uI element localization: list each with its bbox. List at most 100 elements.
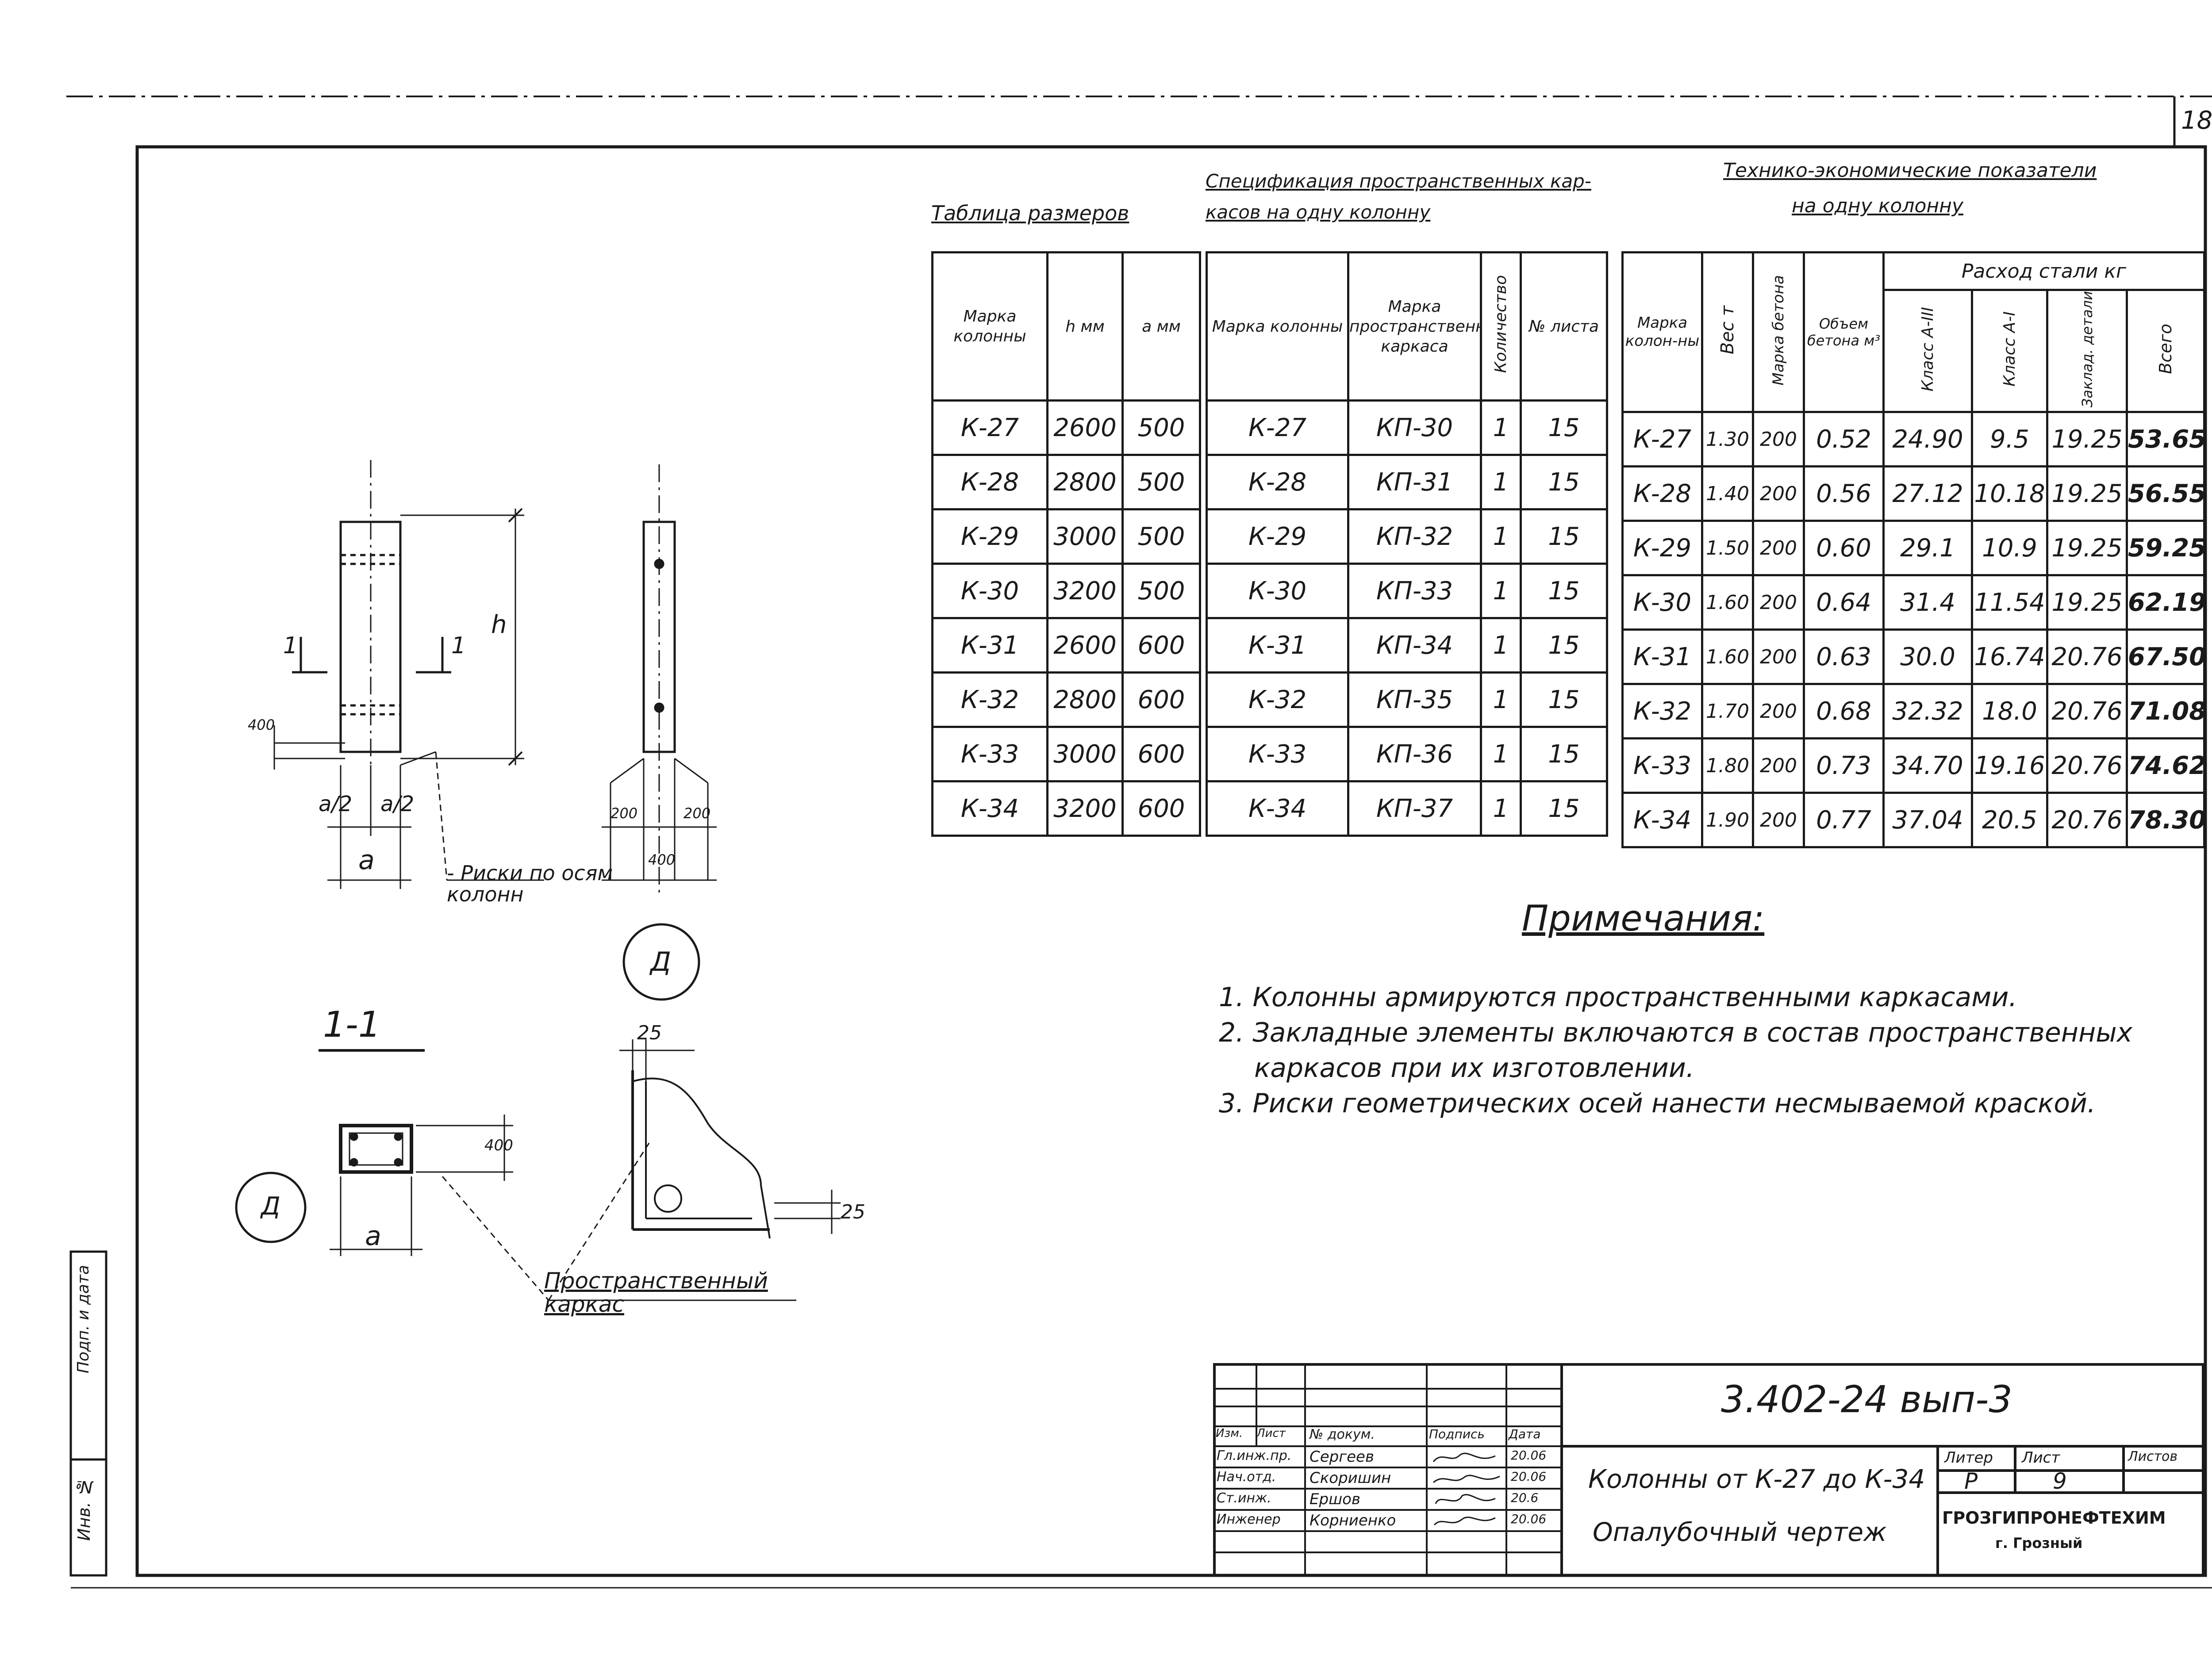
table-cell: 2800 xyxy=(1046,454,1124,510)
table-cell: 600 xyxy=(1121,671,1201,728)
tech-table-title-1: Технико-экономические показатели xyxy=(1723,159,2097,182)
table-cell: КП-35 xyxy=(1347,671,1482,728)
table-cell: КП-30 xyxy=(1347,399,1482,456)
spec-header-mark: Марка колонны xyxy=(1206,251,1349,402)
table-cell: 500 xyxy=(1121,454,1201,510)
table-cell: К-29 xyxy=(1206,508,1349,565)
header-col-sign: Подпись xyxy=(1429,1427,1485,1441)
table-cell: 31.4 xyxy=(1882,574,1973,631)
table-cell: 200 xyxy=(1752,574,1805,631)
table-cell: К-33 xyxy=(1206,726,1349,782)
person-role: Ст.инж. xyxy=(1217,1490,1271,1506)
table-cell: 24.90 xyxy=(1882,411,1973,468)
table-cell: 1.60 xyxy=(1701,574,1754,631)
org-name: ГРОЗГИПРОНЕФТЕХИМ xyxy=(1942,1508,2166,1528)
table-cell: 71.08 xyxy=(2126,683,2205,740)
column-marks-label: - Риски по осям колонн xyxy=(447,861,613,907)
table-cell: 53.65 xyxy=(2126,411,2205,468)
note-1: 1. Колонны армируются пространственными … xyxy=(1219,982,2017,1013)
table-cell: 74.62 xyxy=(2126,737,2205,794)
tech-table-title-2: на одну колонну xyxy=(1792,195,1963,217)
table-cell: 10.9 xyxy=(1971,520,2048,577)
table-cell: КП-36 xyxy=(1347,726,1482,782)
table-cell: К-33 xyxy=(1621,737,1703,794)
sheet-value: 9 xyxy=(2053,1468,2067,1494)
table-cell: 15 xyxy=(1520,454,1608,510)
person-name: Ершов xyxy=(1310,1490,1361,1508)
table-cell: К-27 xyxy=(931,399,1048,456)
spec-header-qty: Количество xyxy=(1480,251,1522,402)
table-cell: 200 xyxy=(1752,628,1805,686)
signatures xyxy=(1432,1452,1500,1526)
table-cell: К-34 xyxy=(931,780,1048,837)
table-cell: К-31 xyxy=(931,617,1048,674)
person-name: Скоришин xyxy=(1310,1469,1391,1487)
table-cell: К-34 xyxy=(1621,792,1703,849)
table-cell: 19.25 xyxy=(2046,520,2128,577)
spec-header-sheet: № листа xyxy=(1520,251,1608,402)
table-cell: К-32 xyxy=(1621,683,1703,740)
table-cell: К-27 xyxy=(1621,411,1703,468)
spec-table-title-2: касов на одну колонну xyxy=(1206,201,1431,223)
table-cell: 0.52 xyxy=(1803,411,1885,468)
table-cell: 0.68 xyxy=(1803,683,1885,740)
table-cell: 59.25 xyxy=(2126,520,2205,577)
person-role: Инженер xyxy=(1217,1512,1281,1527)
table-cell: 3200 xyxy=(1046,563,1124,619)
table-cell: 0.63 xyxy=(1803,628,1885,686)
tech-header-total: Всего xyxy=(2126,288,2205,414)
table-cell: 29.1 xyxy=(1882,520,1973,577)
table-cell: 15 xyxy=(1520,617,1608,674)
table-cell: КП-32 xyxy=(1347,508,1482,565)
notes-title: Примечания: xyxy=(1522,898,1765,939)
table-cell: 15 xyxy=(1520,399,1608,456)
table-cell: 200 xyxy=(1752,465,1805,522)
table-cell: 67.50 xyxy=(2126,628,2205,686)
table-cell: 1 xyxy=(1480,508,1522,565)
tech-header-volume: Объем бетона м³ xyxy=(1803,251,1885,414)
table-cell: 1.70 xyxy=(1701,683,1754,740)
table-cell: 1.50 xyxy=(1701,520,1754,577)
table-cell: 1.60 xyxy=(1701,628,1754,686)
dim-25-top-label: 25 xyxy=(637,1022,662,1044)
table-cell: 11.54 xyxy=(1971,574,2048,631)
spec-table: Марка колонны Марка пространственного ка… xyxy=(1206,251,1608,837)
section-label: 1-1 xyxy=(323,1004,381,1045)
table-cell: 200 xyxy=(1752,411,1805,468)
dim-400-bottom-label: 400 xyxy=(648,851,676,868)
table-cell: 600 xyxy=(1121,726,1201,782)
table-cell: 1 xyxy=(1480,563,1522,619)
tech-header-mark: Марка колон-ны xyxy=(1621,251,1703,414)
table-cell: 1 xyxy=(1480,726,1522,782)
table-cell: 19.25 xyxy=(2046,411,2128,468)
table-cell: 56.55 xyxy=(2126,465,2205,522)
frame-label: Пространственный каркас xyxy=(544,1268,768,1317)
table-cell: 200 xyxy=(1752,737,1805,794)
table-cell: К-31 xyxy=(1206,617,1349,674)
table-cell: 0.60 xyxy=(1803,520,1885,577)
table-cell: 30.0 xyxy=(1882,628,1973,686)
note-3: 3. Риски геометрических осей нанести нес… xyxy=(1219,1088,2096,1119)
doc-code: 3.402-24 вып-3 xyxy=(1721,1378,2012,1421)
table-cell: К-34 xyxy=(1206,780,1349,837)
table-cell: 3000 xyxy=(1046,726,1124,782)
table-cell: 3200 xyxy=(1046,780,1124,837)
table-cell: К-28 xyxy=(1621,465,1703,522)
table-cell: 200 xyxy=(1752,792,1805,849)
dim-200-left-label: 200 xyxy=(611,805,638,822)
spec-table-title-1: Спецификация пространственных кар- xyxy=(1206,170,1591,192)
table-cell: 20.5 xyxy=(1971,792,2048,849)
